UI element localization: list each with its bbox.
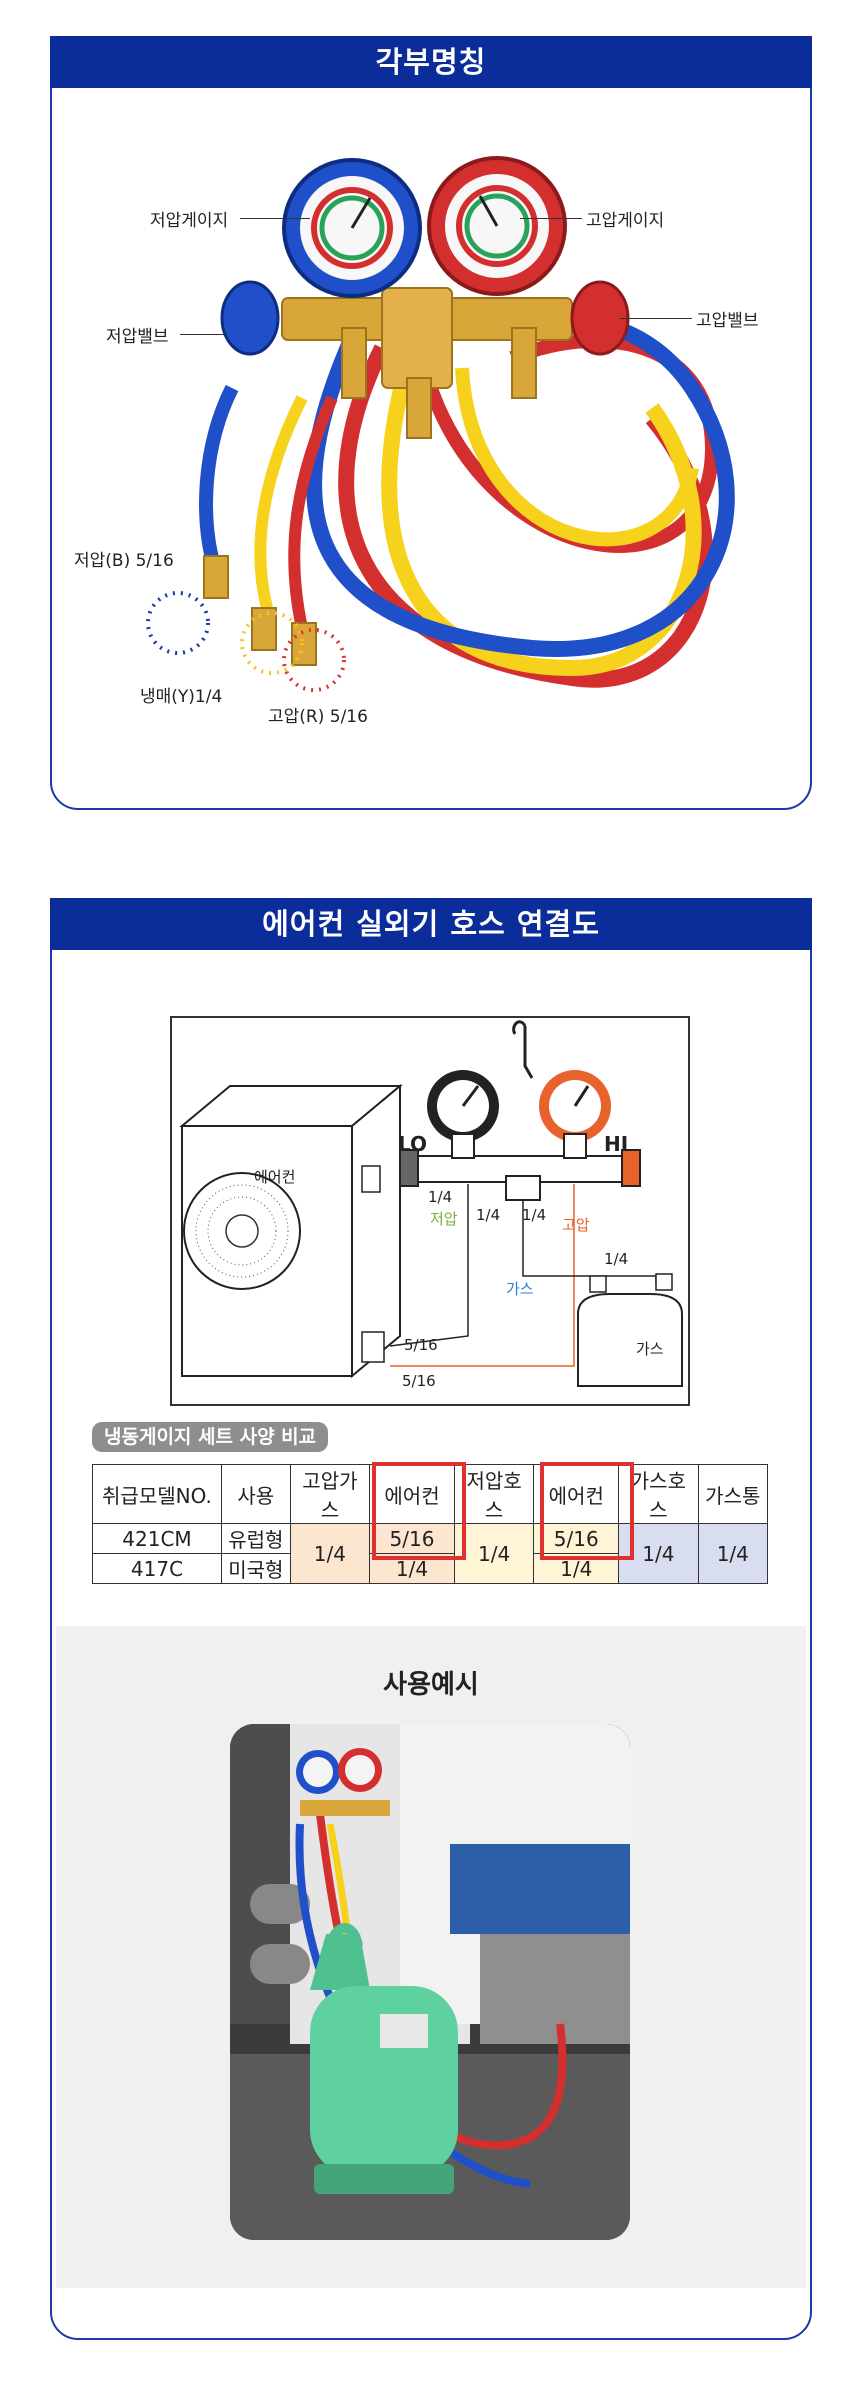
spec-table: 취급모델NO. 사용 고압가스 에어컨 저압호스 에어컨 가스호스 가스통 42…	[92, 1464, 769, 1584]
row2-use: 미국형	[220, 1553, 291, 1584]
diagram-tank-quarter: 1/4	[604, 1250, 629, 1268]
high-gauge-label: 고압게이지	[586, 211, 665, 231]
diagram-high-label: 고압	[562, 1216, 590, 1234]
low-port-label: 저압(B) 5/16	[74, 551, 174, 571]
highlight-aircon-low	[540, 1462, 634, 1560]
low-valve-label: 저압밸브	[106, 327, 169, 347]
refrigerant-port-label: 냉매(Y)1/4	[140, 687, 223, 707]
diagram-low-label: 저압	[430, 1210, 458, 1228]
diagram-quarter-left: 1/4	[428, 1188, 453, 1206]
connection-section-title: 에어컨 실외기 호스 연결도	[50, 898, 812, 950]
diagram-lo-label: LO	[398, 1132, 428, 1156]
diagram-hi-label: HI	[604, 1132, 629, 1156]
diagram-quarter-mid1: 1/4	[476, 1206, 501, 1224]
merged-high-gas: 1/4	[289, 1523, 371, 1584]
usage-example-title: 사용예시	[383, 1670, 479, 1700]
parts-section-title: 각부명칭	[50, 36, 812, 88]
usage-example-photo	[230, 1724, 630, 2240]
manifold-gauge-illustration	[146, 156, 735, 692]
low-gauge-label: 저압게이지	[150, 211, 229, 231]
th-model: 취급모델NO.	[92, 1464, 222, 1524]
th-aircon-high: 에어컨	[369, 1464, 455, 1524]
table-row: 421CM 유럽형 1/4 5/16 1/4 5/16 1/4 1/4	[92, 1523, 769, 1584]
th-low-hose: 저압호스	[453, 1464, 535, 1524]
high-valve-leader	[620, 318, 692, 319]
th-use: 사용	[220, 1464, 291, 1524]
high-valve-label: 고압밸브	[696, 311, 759, 331]
low-gauge-leader	[240, 218, 310, 219]
row2-model: 417C	[92, 1553, 222, 1584]
diagram-tank-label: 가스	[636, 1340, 664, 1358]
high-port-label: 고압(R) 5/16	[268, 707, 368, 727]
row1-aircon-high: 5/16	[369, 1523, 455, 1554]
low-valve-leader	[180, 334, 226, 335]
th-high-gas: 고압가스	[289, 1464, 371, 1524]
row1-use: 유럽형	[220, 1523, 291, 1554]
high-gauge-leader	[520, 218, 582, 219]
merged-gas-tank: 1/4	[697, 1523, 769, 1584]
diagram-aircon-label: 에어컨	[254, 1168, 296, 1186]
diagram-port-a: 5/16	[404, 1336, 438, 1354]
diagram-quarter-mid2: 1/4	[522, 1206, 547, 1224]
diagram-port-b: 5/16	[402, 1372, 436, 1390]
row1-model: 421CM	[92, 1523, 222, 1554]
connection-diagram-drawing	[179, 1020, 683, 1387]
th-aircon-low: 에어컨	[533, 1464, 620, 1524]
spec-table-badge: 냉동게이지 세트 사양 비교	[92, 1422, 329, 1452]
th-gas-tank: 가스통	[697, 1464, 769, 1524]
merged-low-hose: 1/4	[453, 1523, 535, 1584]
diagram-gas-line-label: 가스	[506, 1280, 534, 1298]
highlight-aircon-high	[372, 1462, 466, 1560]
